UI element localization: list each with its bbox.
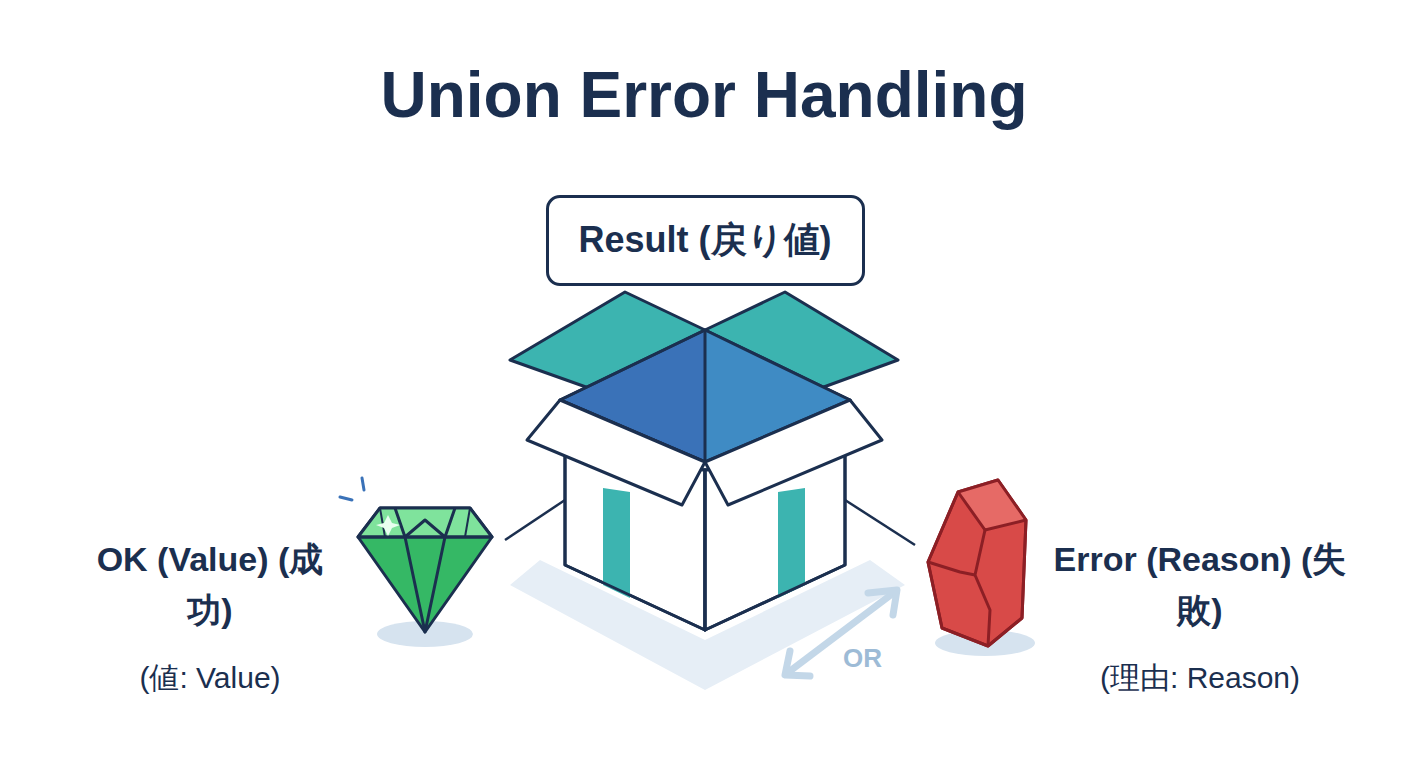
- result-content-label: (値: Value): [90, 658, 330, 697]
- result-kind-label: Error (Reason) (失敗): [1040, 534, 1360, 636]
- result-kind-label: OK (Value) (成功): [90, 534, 330, 636]
- result-node: Result (戻り値): [565, 195, 845, 635]
- node-text-column: OK (Value) (成功) (値: Value): [90, 534, 330, 697]
- result-label: Result (戻り値): [546, 195, 865, 286]
- or-arrow: [785, 590, 897, 676]
- ok-node: OK (Value) (成功) (値: Value): [90, 520, 505, 710]
- or-label: OR: [843, 643, 882, 674]
- sparkle: [340, 478, 364, 500]
- diagram-title: Union Error Handling: [0, 58, 1408, 132]
- connector-line: [505, 500, 565, 540]
- ok-gem: [358, 508, 492, 632]
- connector-line: [845, 500, 915, 545]
- node-text-column: Error (Reason) (失敗) (理由: Reason): [1040, 534, 1360, 697]
- result-box-illustration: [510, 292, 898, 630]
- error-node: Error (Reason) (失敗)(理由: Reason): [915, 520, 1355, 710]
- error-rock: [928, 480, 1026, 646]
- result-content-label: (理由: Reason): [1040, 658, 1360, 697]
